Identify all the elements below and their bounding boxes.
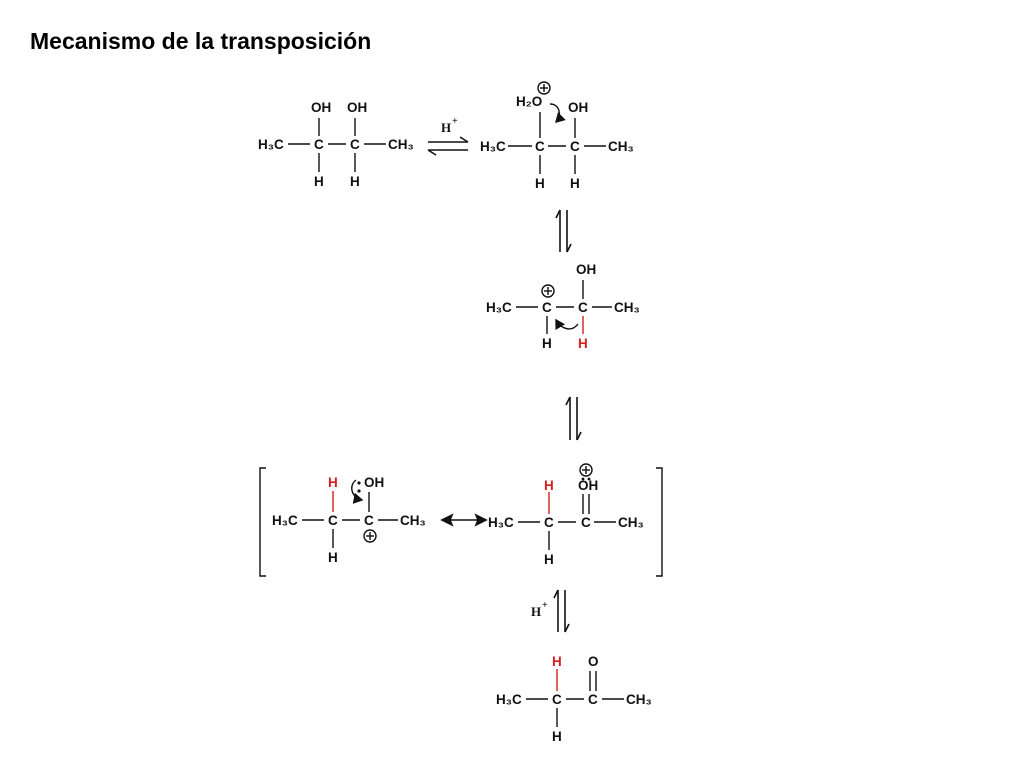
label-c: C: [570, 139, 580, 154]
label-c: C: [364, 513, 374, 528]
label-o: O: [588, 654, 599, 669]
label-c: C: [552, 692, 562, 707]
equilibrium-arrow-1: [427, 136, 469, 156]
structure-oxonium-labels: H₃C C C CH₃ H₂O OH H H: [480, 94, 634, 191]
lone-pair-dot: [581, 477, 585, 481]
positive-charge-icon: [541, 284, 555, 298]
curved-arrow-icon: [555, 318, 579, 331]
curved-arrow-icon: [351, 479, 364, 504]
label-h: H: [552, 729, 562, 744]
label-h-migrated: H: [544, 478, 554, 493]
structure-butanone: [526, 669, 624, 727]
label-c: C: [581, 515, 591, 530]
label-oh: OH: [347, 100, 367, 115]
label-h: H: [350, 174, 360, 189]
label-h3c: H₃C: [272, 513, 298, 528]
reagent-h-plus: H: [531, 604, 541, 619]
resonance-bracket-right: [656, 467, 663, 577]
page-title: Mecanismo de la transposición: [30, 28, 372, 54]
structure-resonance-a: [302, 479, 398, 548]
reagent-plus-sign: +: [542, 600, 548, 611]
lone-pair-dot: [357, 489, 361, 493]
label-h: H: [570, 176, 580, 191]
positive-charge-icon: [363, 529, 377, 543]
label-h: H: [535, 176, 545, 191]
label-oh: OH: [311, 100, 331, 115]
label-c: C: [328, 513, 338, 528]
label-oh: OH: [578, 478, 598, 493]
label-h3c: H₃C: [480, 139, 506, 154]
reagent-plus-sign: +: [452, 116, 458, 127]
structure-diol-labels: H₃C C C CH₃ OH OH H H: [258, 100, 414, 189]
resonance-bracket-left: [259, 467, 266, 577]
label-c: C: [578, 300, 588, 315]
label-h2o: H₂O: [516, 94, 542, 109]
label-h3c: H₃C: [486, 300, 512, 315]
structure-carbocation-labels: H₃C C C CH₃ OH H H: [486, 262, 640, 351]
label-ch3: CH₃: [388, 137, 414, 152]
label-oh: OH: [364, 475, 384, 490]
reagent-h-plus: H: [441, 120, 451, 135]
equilibrium-arrow-3: [565, 396, 582, 441]
label-h-migrated: H: [552, 654, 562, 669]
lone-pair-dot: [357, 481, 361, 485]
label-ch3: CH₃: [608, 139, 634, 154]
structure-carbocation: [516, 280, 612, 334]
label-ch3: CH₃: [614, 300, 640, 315]
label-c: C: [535, 139, 545, 154]
resonance-arrow: [440, 513, 488, 527]
label-c: C: [542, 300, 552, 315]
structure-resonance-a-labels: H₃C C C CH₃ H OH H: [272, 475, 426, 565]
label-oh: OH: [576, 262, 596, 277]
equilibrium-arrow-4: [553, 589, 570, 633]
label-h3c: H₃C: [258, 137, 284, 152]
label-h3c: H₃C: [496, 692, 522, 707]
label-h-migrated: H: [328, 475, 338, 490]
lone-pair-dot: [587, 477, 591, 481]
structure-resonance-b: [518, 463, 616, 550]
label-h3c: H₃C: [488, 515, 514, 530]
structure-butanone-labels: H₃C C C CH₃ H O H: [496, 654, 652, 744]
structure-diol: [288, 118, 386, 172]
label-ch3: CH₃: [618, 515, 644, 530]
label-c: C: [588, 692, 598, 707]
label-c: C: [314, 137, 324, 152]
label-c: C: [350, 137, 360, 152]
label-h: H: [544, 552, 554, 567]
positive-charge-icon: [579, 463, 593, 477]
label-h-migrating: H: [578, 336, 588, 351]
label-h: H: [328, 550, 338, 565]
positive-charge-icon: [537, 81, 551, 95]
equilibrium-arrow-2: [555, 209, 572, 253]
label-oh: OH: [568, 100, 588, 115]
label-h: H: [542, 336, 552, 351]
label-h: H: [314, 174, 324, 189]
structure-oxonium: [508, 81, 606, 174]
curved-arrow-icon: [549, 103, 566, 123]
label-ch3: CH₃: [400, 513, 426, 528]
label-c: C: [544, 515, 554, 530]
structure-resonance-b-labels: H₃C C C CH₃ H OH H: [488, 478, 644, 567]
label-ch3: CH₃: [626, 692, 652, 707]
